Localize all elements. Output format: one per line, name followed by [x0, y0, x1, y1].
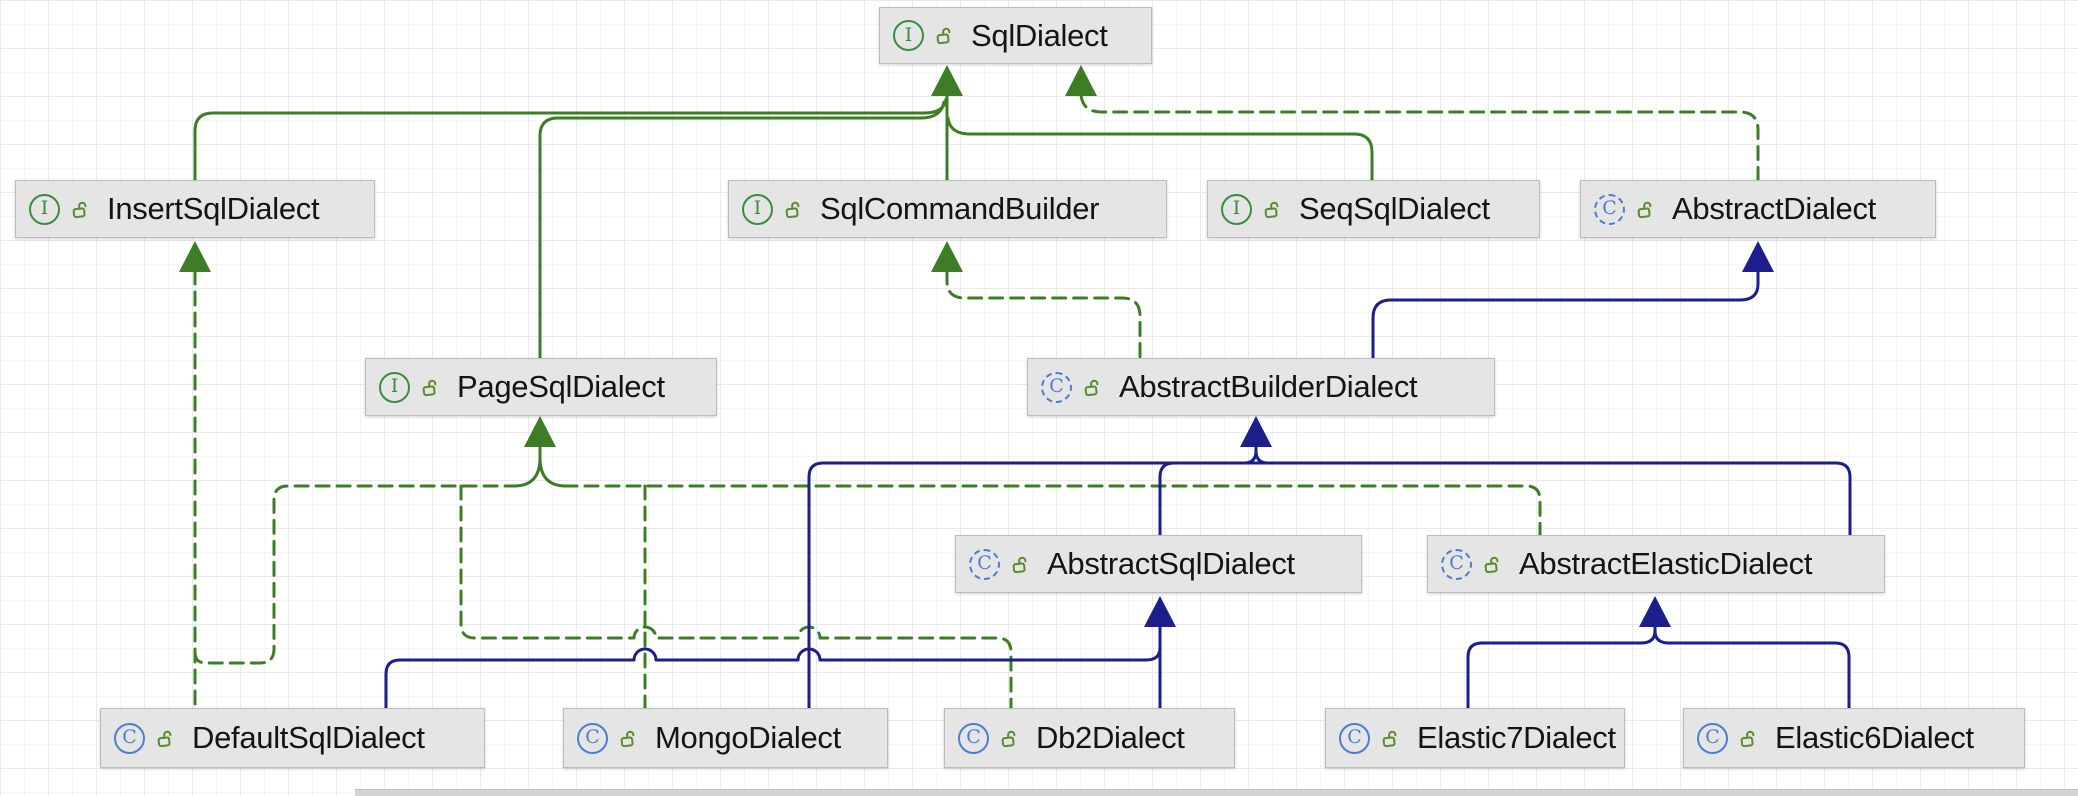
arrowhead-into-pagesqldialect	[524, 416, 556, 447]
interface-icon: I	[1221, 193, 1252, 225]
node-abstractbuilderdialect[interactable]: C AbstractBuilderDialect	[1027, 358, 1495, 416]
node-label: PageSqlDialect	[457, 369, 665, 404]
edge-abstractbuilderdialect-implements-sqlcommandbuilder[interactable]	[945, 269, 1142, 360]
node-label: SeqSqlDialect	[1299, 191, 1490, 226]
node-pagesqldialect[interactable]: I PageSqlDialect	[365, 358, 717, 416]
node-label: Db2Dialect	[1036, 720, 1185, 755]
node-label: AbstractElasticDialect	[1519, 546, 1813, 581]
unlocked-icon	[1380, 726, 1403, 749]
node-label: SqlDialect	[971, 17, 1108, 53]
node-label: AbstractSqlDialect	[1047, 546, 1295, 581]
edge-db2dialect-implements-pagesqldialect[interactable]	[459, 484, 1013, 710]
arrowhead-into-abstractsqldialect	[1144, 596, 1176, 627]
unlocked-icon	[934, 24, 957, 47]
arrowhead-into-insertsqldialect	[179, 241, 211, 272]
interface-icon: I	[379, 371, 410, 403]
node-elastic7dialect[interactable]: C Elastic7Dialect	[1325, 708, 1625, 768]
node-elastic6dialect[interactable]: C Elastic6Dialect	[1683, 708, 2025, 768]
interface-icon: I	[29, 193, 60, 225]
arrowhead-into-sqldialect-right	[1065, 65, 1097, 96]
arrowhead-into-abstractelasticdialect	[1639, 596, 1671, 627]
node-abstractsqldialect[interactable]: C AbstractSqlDialect	[955, 535, 1362, 593]
node-seqsqldialect[interactable]: I SeqSqlDialect	[1207, 180, 1540, 238]
arrowhead-into-sqldialect-left	[931, 65, 963, 96]
class-icon: C	[1697, 722, 1728, 754]
unlocked-icon	[1738, 726, 1761, 749]
edge-abstractsqldialect-extends-abstractbuilderdialect[interactable]	[1158, 461, 1176, 537]
unlocked-icon	[1482, 552, 1505, 575]
node-label: SqlCommandBuilder	[820, 191, 1100, 226]
abstract-class-icon: C	[1041, 371, 1072, 403]
node-label: Elastic7Dialect	[1417, 720, 1616, 755]
edge-pagesqldialect-bus-east[interactable]	[562, 484, 1542, 537]
unlocked-icon	[1082, 375, 1105, 398]
class-icon: C	[114, 722, 145, 754]
edge-defaultsqldialect-implements-pagesqldialect[interactable]	[193, 484, 518, 665]
arrowhead-into-abstractbuilderdialect	[1240, 416, 1272, 447]
node-label: Elastic6Dialect	[1775, 720, 1974, 755]
edge-defaultsqldialect-extends-abstractsqldialect[interactable]	[384, 646, 1162, 710]
edge-elastic6dialect-extends-abstractelasticdialect[interactable]	[1653, 629, 1851, 710]
interface-icon: I	[742, 193, 773, 225]
node-label: AbstractBuilderDialect	[1119, 369, 1418, 404]
edge-pagesqldialect-implementors-stem[interactable]	[512, 444, 568, 488]
node-sqldialect[interactable]: I SqlDialect	[879, 7, 1152, 64]
edge-abstractdialect-implements-sqldialect[interactable]	[1079, 93, 1760, 182]
node-label: AbstractDialect	[1672, 191, 1876, 226]
abstract-class-icon: C	[1441, 548, 1472, 580]
unlocked-icon	[999, 726, 1022, 749]
abstract-class-icon: C	[969, 548, 1000, 580]
node-db2dialect[interactable]: C Db2Dialect	[944, 708, 1235, 768]
unlocked-icon	[1635, 197, 1658, 220]
unlocked-icon	[618, 726, 641, 749]
edge-mongodialect-extends-abstractbuilderdialect[interactable]	[807, 461, 1852, 710]
unlocked-icon	[70, 197, 93, 220]
arrowhead-into-sqlcommandbuilder	[931, 241, 963, 272]
node-sqlcommandbuilder[interactable]: I SqlCommandBuilder	[728, 180, 1167, 238]
unlocked-icon	[155, 726, 178, 749]
node-insertsqldialect[interactable]: I InsertSqlDialect	[15, 180, 375, 238]
node-label: DefaultSqlDialect	[192, 720, 425, 755]
class-icon: C	[1339, 722, 1370, 754]
node-abstractelasticdialect[interactable]: C AbstractElasticDialect	[1427, 535, 1885, 593]
unlocked-icon	[783, 197, 806, 220]
unlocked-icon	[1010, 552, 1033, 575]
class-icon: C	[958, 722, 989, 754]
node-defaultsqldialect[interactable]: C DefaultSqlDialect	[100, 708, 485, 768]
edge-abstractbuilderdialect-arrow-stem[interactable]	[1242, 444, 1270, 465]
clipped-content-strip	[355, 789, 2078, 796]
arrowhead-into-abstractdialect	[1742, 241, 1774, 272]
abstract-class-icon: C	[1594, 193, 1625, 225]
node-mongodialect[interactable]: C MongoDialect	[563, 708, 888, 768]
edge-pagesqldialect-extends-sqldialect[interactable]	[538, 100, 946, 360]
node-label: MongoDialect	[655, 720, 841, 755]
edge-insertsqldialect-extends-sqldialect[interactable]	[193, 97, 948, 182]
node-label: InsertSqlDialect	[107, 191, 320, 226]
class-icon: C	[577, 722, 608, 754]
edge-elastic7dialect-extends-abstractelasticdialect[interactable]	[1466, 624, 1657, 710]
edge-seqsqldialect-extends-sqldialect[interactable]	[946, 116, 1374, 182]
edge-abstractbuilderdialect-extends-abstractdialect[interactable]	[1371, 269, 1760, 360]
node-abstractdialect[interactable]: C AbstractDialect	[1580, 180, 1936, 238]
unlocked-icon	[420, 375, 443, 398]
unlocked-icon	[1262, 197, 1285, 220]
interface-icon: I	[893, 20, 924, 51]
